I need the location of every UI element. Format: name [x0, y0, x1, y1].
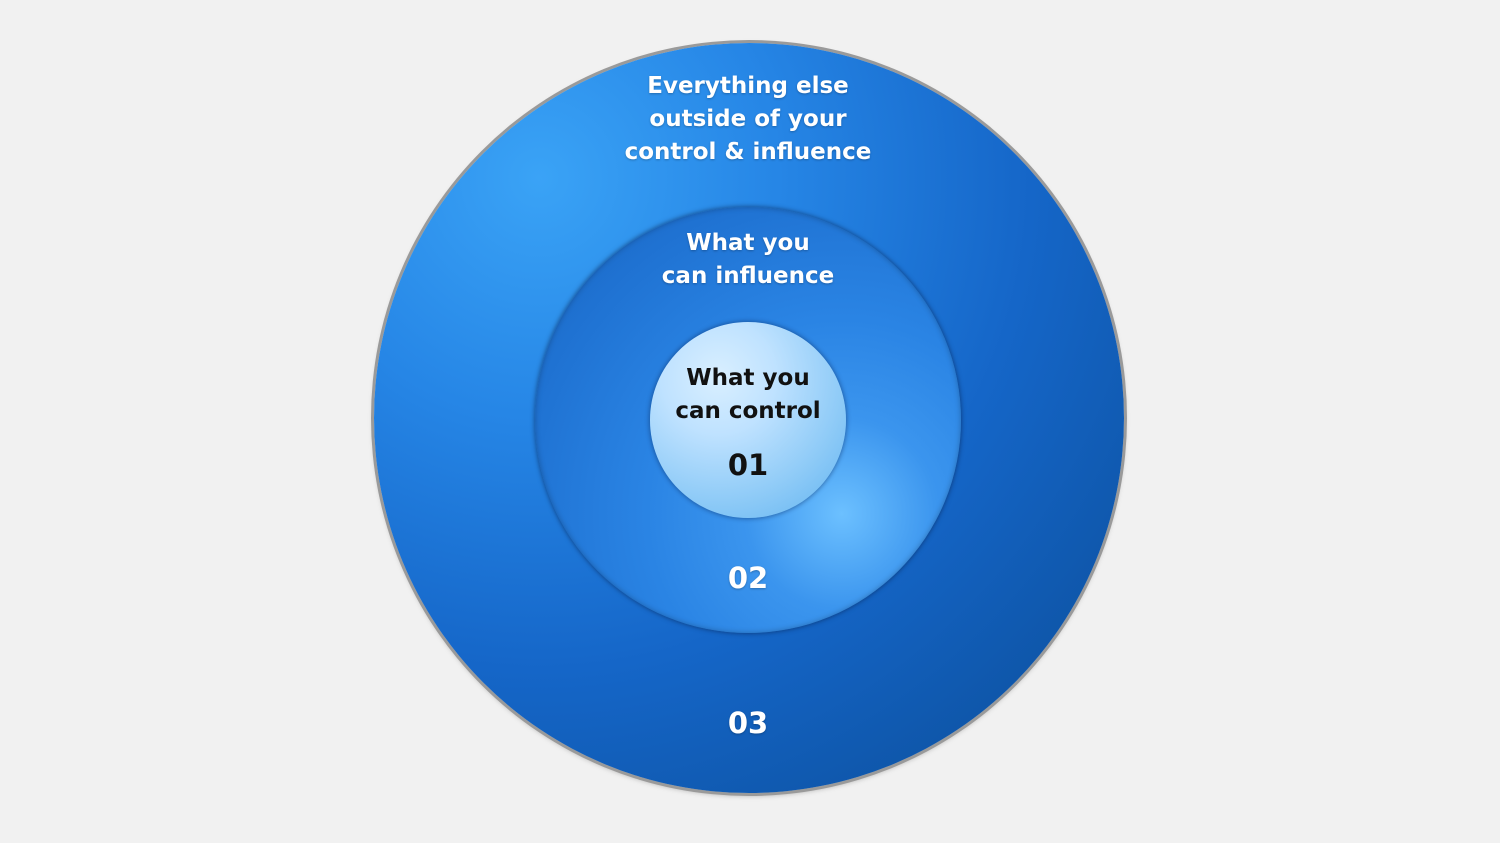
inner-circle-label-line: can control	[675, 398, 821, 424]
middle-ring-label-line: can influence	[661, 263, 835, 289]
middle-ring-label-line: What you	[686, 230, 810, 256]
outer-ring-label-line: outside of your	[649, 106, 847, 132]
outer-ring-label-line: Everything else	[647, 73, 849, 99]
inner-circle-label: What you can control	[675, 362, 820, 428]
inner-circle-label-line: What you	[686, 365, 810, 391]
middle-ring-number: 02	[727, 561, 769, 595]
outer-ring-number: 03	[727, 706, 769, 740]
inner-circle	[650, 322, 846, 518]
outer-ring-label: Everything else outside of your control …	[625, 70, 872, 169]
middle-ring-label: What you can influence	[662, 227, 834, 293]
inner-circle-number: 01	[727, 448, 769, 482]
outer-ring-label-line: control & influence	[624, 139, 872, 165]
